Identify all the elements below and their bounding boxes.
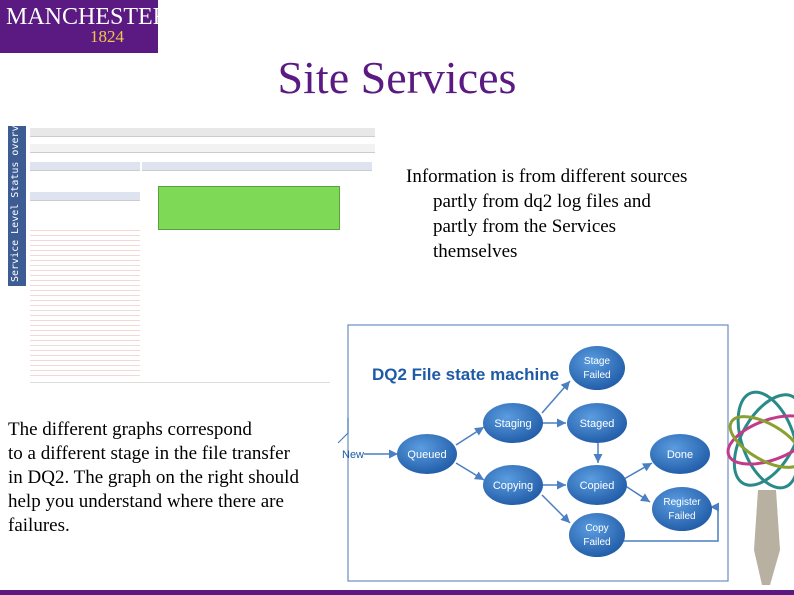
description-text: The different graphs correspond to a dif… xyxy=(8,418,358,538)
info-line: themselves xyxy=(433,241,518,262)
node-copying: Copying xyxy=(483,465,543,505)
service-overview-screenshot: Service Level Status overview xyxy=(8,107,380,390)
svg-text:Failed: Failed xyxy=(668,511,695,522)
svg-text:Done: Done xyxy=(667,449,693,461)
info-text: Information is from different sources pa… xyxy=(406,164,766,264)
svg-text:Failed: Failed xyxy=(583,370,610,381)
node-staged: Staged xyxy=(567,403,627,443)
description-line: help you understand where there are xyxy=(8,491,284,512)
svg-text:Copying: Copying xyxy=(493,480,533,492)
screenshot-availability-chart xyxy=(158,186,340,230)
svg-text:Register: Register xyxy=(663,497,701,508)
svg-text:Staging: Staging xyxy=(494,418,531,430)
node-stage-failed: Stage Failed xyxy=(569,346,625,390)
logo-year: 1824 xyxy=(90,27,124,46)
dq2-state-diagram: DQ2 File state machine New Queued Stagin… xyxy=(337,324,729,582)
screenshot-side-label: Service Level Status overview xyxy=(10,107,21,282)
screenshot-site-row xyxy=(30,144,375,153)
svg-text:Failed: Failed xyxy=(583,537,610,548)
description-line: to a different stage in the file transfe… xyxy=(8,443,290,464)
node-queued: Queued xyxy=(397,434,457,474)
node-copied: Copied xyxy=(567,465,627,505)
description-line: failures. xyxy=(8,515,70,536)
svg-text:New: New xyxy=(342,449,364,461)
svg-text:Stage: Stage xyxy=(584,356,611,367)
info-line: Information is from different sources xyxy=(406,166,688,187)
node-done: Done xyxy=(650,434,710,474)
node-new: New xyxy=(342,449,364,461)
logo-wordmark: MANCHESTER xyxy=(6,4,169,30)
svg-text:Copied: Copied xyxy=(580,480,615,492)
svg-text:Copy: Copy xyxy=(585,523,608,534)
screenshot-metric-list xyxy=(30,226,140,376)
screenshot-side-banner: Service Level Status overview xyxy=(8,107,26,286)
screenshot-menu-row xyxy=(30,192,140,201)
bottom-bar xyxy=(0,590,794,595)
svg-text:Queued: Queued xyxy=(407,449,446,461)
screenshot-service-row xyxy=(30,162,140,171)
manchester-logo: MANCHESTER 1824 xyxy=(0,0,169,53)
node-copy-failed: Copy Failed xyxy=(569,513,625,557)
description-line: The different graphs correspond xyxy=(8,419,252,440)
info-line: partly from dq2 log files and xyxy=(433,191,651,212)
node-staging: Staging xyxy=(483,403,543,443)
slide-title: Site Services xyxy=(277,52,517,103)
info-line: partly from the Services xyxy=(433,216,617,237)
description-line: in DQ2. The graph on the right should xyxy=(8,467,299,488)
svg-text:Staged: Staged xyxy=(580,418,615,430)
screenshot-availability-row xyxy=(142,162,372,171)
screenshot-footer xyxy=(30,382,330,389)
diagram-arrows xyxy=(364,380,719,542)
node-register-failed: Register Failed xyxy=(652,487,712,531)
screenshot-header-row xyxy=(30,128,375,137)
diagram-return-line xyxy=(337,418,349,444)
diagram-title: DQ2 File state machine xyxy=(372,365,559,384)
atlas-figure-illustration xyxy=(726,390,794,585)
